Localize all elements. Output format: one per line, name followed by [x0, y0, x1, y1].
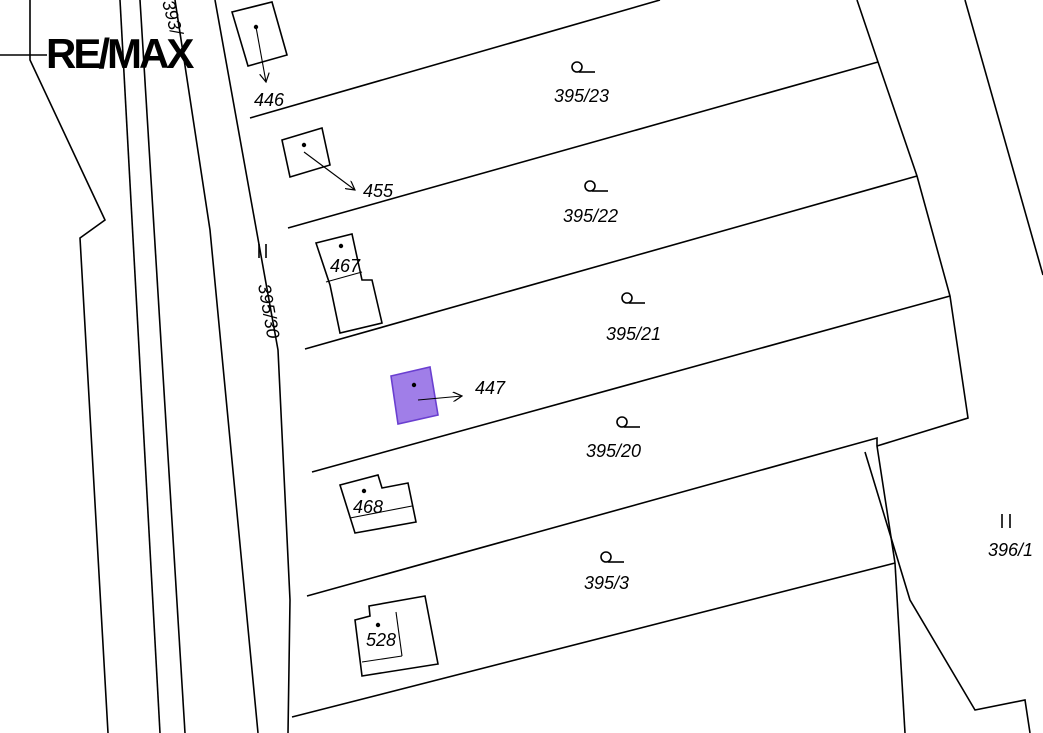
parcel-label-395-20: 395/20	[586, 441, 641, 461]
building-528[interactable]	[354, 595, 439, 677]
building-446[interactable]	[230, 1, 288, 82]
parcel-label-395-22: 395/22	[563, 206, 618, 226]
parcel-label-395-3: 395/3	[584, 573, 629, 593]
garden-symbols	[571, 61, 645, 563]
building-label-468: 468	[353, 497, 383, 517]
left-boundaries	[0, 0, 291, 733]
building-447[interactable]	[390, 366, 462, 425]
parcel-label-395-23: 395/23	[554, 86, 609, 106]
remax-logo: RE/MAX	[46, 30, 197, 77]
building-label-455: 455	[363, 181, 394, 201]
building-label-447: 447	[475, 378, 506, 398]
building-467[interactable]	[314, 233, 383, 334]
parcel-boundaries	[249, 0, 1043, 733]
parcel-label-395-21: 395/21	[606, 324, 661, 344]
building-label-528: 528	[366, 630, 396, 650]
other-area-symbols	[258, 244, 1011, 528]
parcel-label-395-30: 395/30	[254, 282, 283, 340]
building-455[interactable]	[281, 126, 355, 190]
building-label-446: 446	[254, 90, 285, 110]
building-468[interactable]	[338, 474, 417, 534]
parcel-label-396-1: 396/1	[988, 540, 1033, 560]
remax-logo-text: RE/MAX	[46, 30, 194, 77]
building-label-467: 467	[330, 256, 361, 276]
